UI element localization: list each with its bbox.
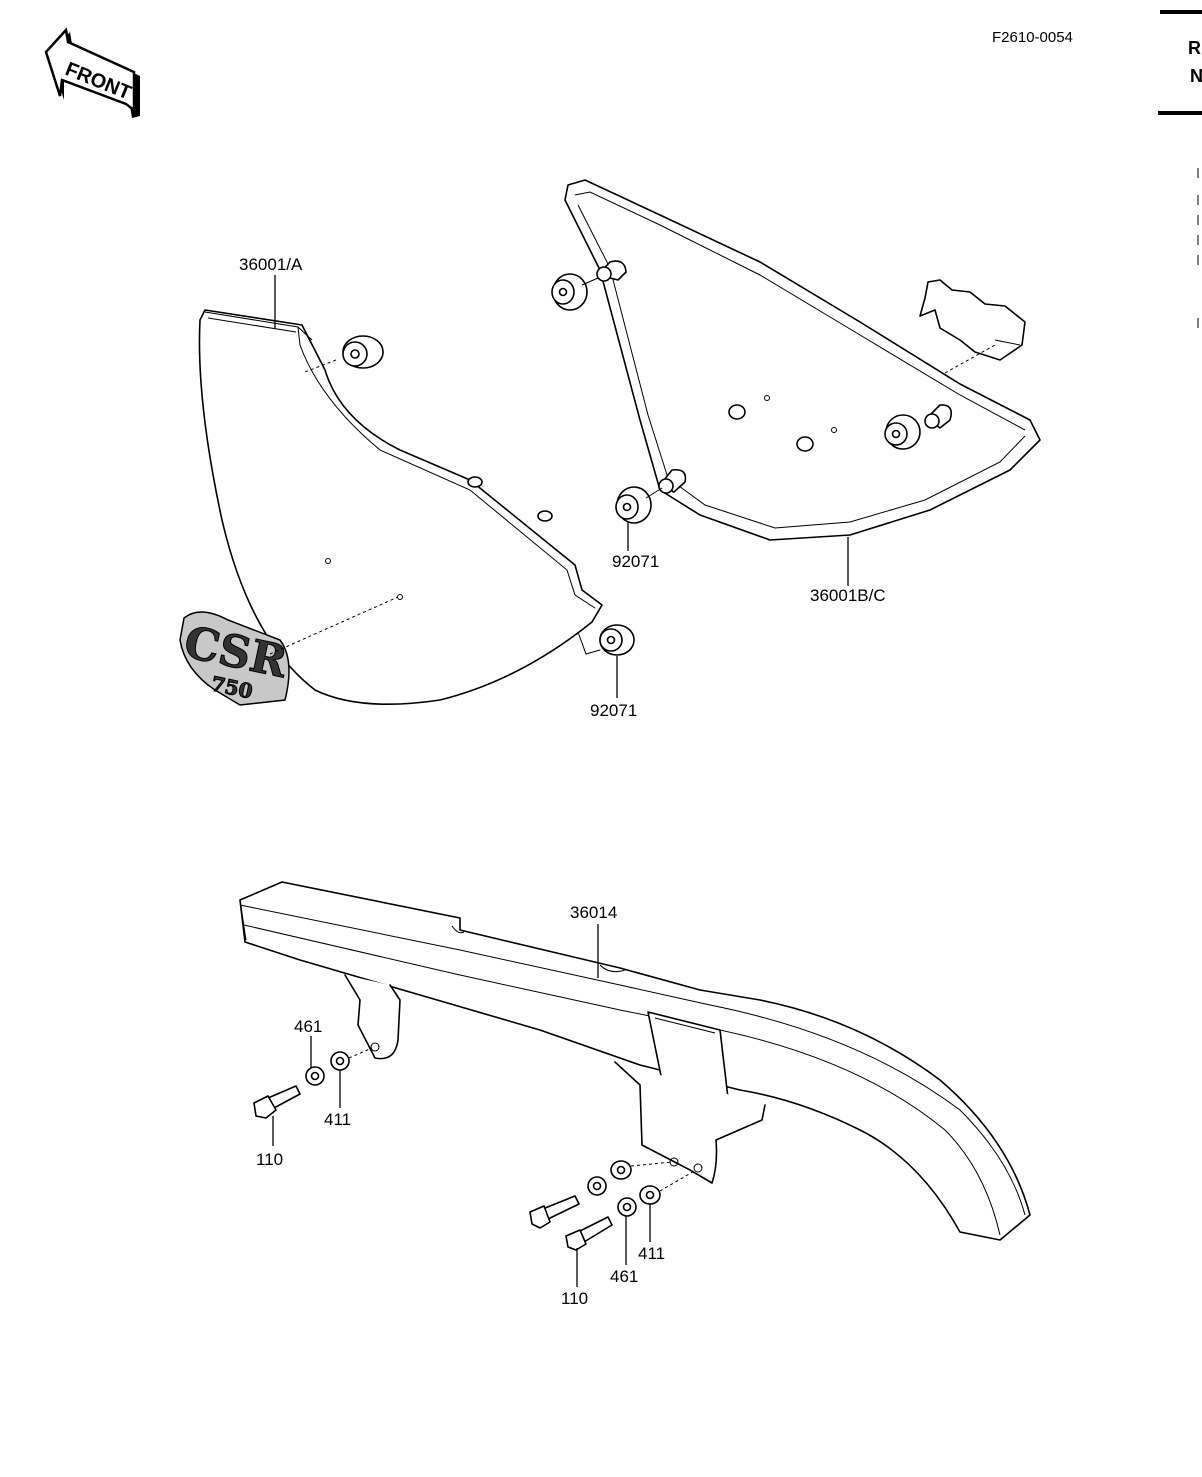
left-hardware	[253, 1047, 373, 1119]
callout-461-left: 461	[294, 1017, 322, 1036]
callout-461-right: 461	[610, 1267, 638, 1286]
figure-number: F2610-0054	[992, 29, 1073, 46]
left-side-cover	[198, 309, 603, 706]
callout-92071-left-cover: 92071	[590, 701, 637, 720]
edge-tab: R N	[1158, 10, 1202, 328]
mounting-bracket	[919, 279, 1026, 374]
leader-lines	[272, 275, 849, 1287]
chain-cover	[239, 881, 1031, 1241]
grommet-right-bottom	[615, 486, 663, 524]
front-arrow-icon: FRONT	[44, 27, 140, 118]
grommet-left-bottom	[577, 624, 635, 656]
edge-tab-letter-r: R	[1188, 38, 1201, 58]
callout-36001-a: 36001/A	[239, 255, 303, 274]
callout-411-left: 411	[324, 1110, 351, 1129]
right-side-cover	[564, 179, 1041, 541]
callout-110-left: 110	[256, 1150, 283, 1169]
csr-750-emblem: CSR 750	[179, 596, 399, 706]
grommet-right-top	[551, 273, 599, 311]
callout-36001-b-c: 36001B/C	[810, 586, 886, 605]
callout-36014: 36014	[570, 903, 617, 922]
grommet-right-lower	[884, 414, 921, 450]
right-hardware	[529, 1160, 697, 1251]
edge-tab-letter-n: N	[1190, 66, 1202, 86]
callout-411-right: 411	[638, 1244, 665, 1263]
callout-92071-right-cover: 92071	[612, 552, 659, 571]
grommet-left-top	[304, 335, 384, 373]
callout-110-right: 110	[561, 1289, 588, 1308]
